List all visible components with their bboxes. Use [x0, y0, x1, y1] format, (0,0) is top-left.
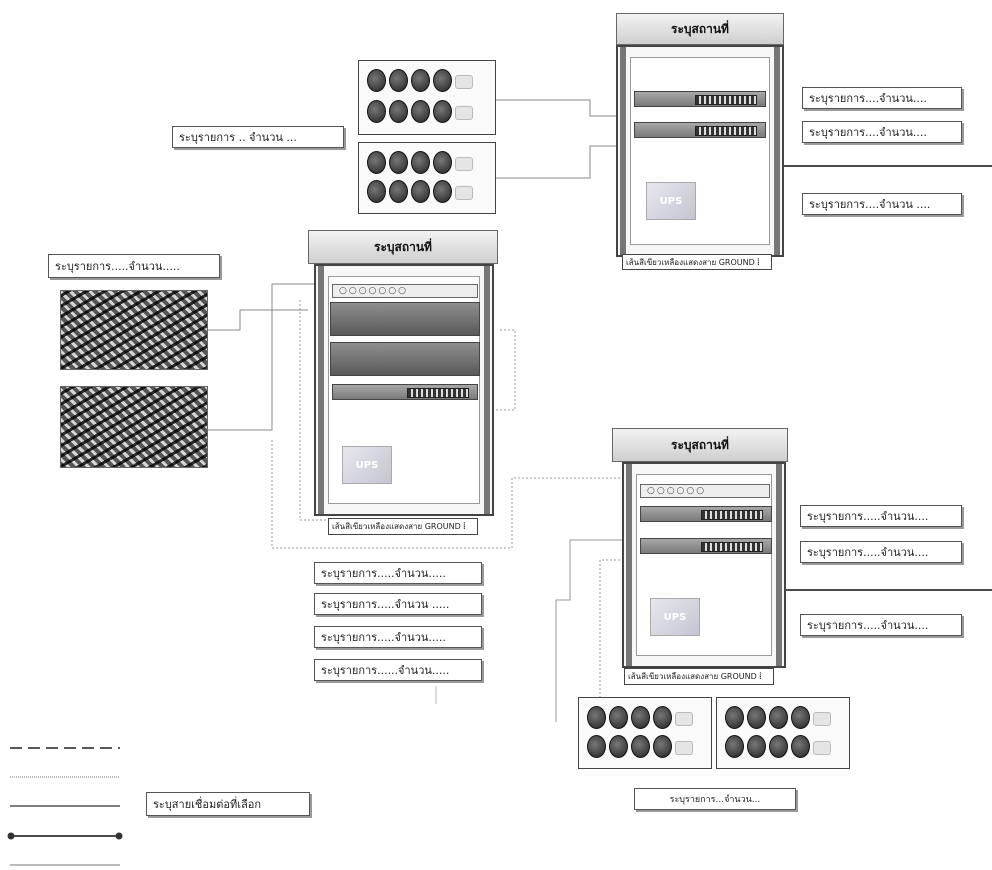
ip-phone-icon — [411, 69, 430, 92]
ground-note-bottom-right: เส้นสีเขียวเหลืองแสดงสาย GROUND⁞ — [624, 668, 774, 685]
rack-top-right: UPS — [616, 45, 784, 257]
router-icon — [330, 302, 480, 336]
ip-phone-icon — [367, 100, 386, 123]
item-label: ระบุรายการ.....จำนวน..... — [48, 254, 220, 278]
ground-icon: ⁞ — [759, 671, 762, 682]
camera-thumbnail — [60, 386, 208, 468]
location-title-top-right: ระบุสถานที่ — [616, 13, 784, 45]
legend-caption: ระบุสายเชื่อมต่อที่เลือก — [146, 792, 310, 816]
switch-icon — [634, 91, 766, 107]
camera-thumbnail — [60, 290, 208, 370]
ip-phone-group — [578, 697, 712, 769]
ip-phone-icon — [389, 151, 408, 174]
ip-phone-icon — [389, 180, 408, 203]
location-title-center: ระบุสถานที่ — [308, 230, 498, 264]
ip-phone-icon — [609, 735, 628, 758]
location-title-bottom-right: ระบุสถานที่ — [612, 428, 788, 462]
ip-phone-icon — [769, 735, 788, 758]
ip-phone-icon — [389, 100, 408, 123]
ip-phone-icon — [411, 100, 430, 123]
ip-phone-icon — [791, 706, 810, 729]
ground-note-center: เส้นสีเขียวเหลืองแสดงสาย GROUND⁞ — [328, 518, 478, 535]
switch-icon — [634, 122, 766, 138]
ip-phone-icon — [367, 180, 386, 203]
switch-icon — [332, 384, 478, 400]
patch-panel: ○○○○○○○ — [332, 284, 478, 298]
ip-phone-icon — [747, 706, 766, 729]
router-icon — [330, 342, 480, 376]
item-label: ระบุรายการ....จำนวน.... — [802, 87, 962, 109]
item-label: ระบุรายการ....จำนวน .... — [802, 193, 962, 215]
item-label: ระบุรายการ.....จำนวน.... — [800, 505, 962, 527]
ground-icon: ⁞ — [757, 257, 760, 268]
item-label: ระบุรายการ.....จำนวน.... — [800, 614, 962, 636]
ip-phone-icon — [433, 69, 452, 92]
ip-phone-group — [716, 697, 850, 769]
ip-phone-icon — [653, 706, 672, 729]
ip-phone-icon — [433, 180, 452, 203]
legend-endpoint-left — [8, 833, 15, 840]
ip-phone-icon — [653, 735, 672, 758]
legend-endpoint-right — [116, 833, 123, 840]
item-label: ระบุรายการ...จำนวน... — [634, 788, 796, 810]
ground-icon: ⁞ — [463, 521, 466, 532]
switch-icon — [640, 506, 772, 522]
ip-phone-icon — [609, 706, 628, 729]
ip-phone-icon — [725, 735, 744, 758]
ip-phone-icon — [587, 706, 606, 729]
item-label: ระบุรายการ.....จำนวน.... — [800, 541, 962, 563]
rack-center: ○○○○○○○ UPS — [314, 264, 494, 516]
item-label: ระบุรายการ.....จำนวน..... — [314, 562, 482, 584]
ups-icon: UPS — [650, 598, 700, 636]
ip-phone-icon — [587, 735, 606, 758]
rack-bottom-right: ○○○○○○ UPS — [622, 462, 786, 668]
switch-icon — [640, 538, 772, 554]
ip-phone-icon — [433, 100, 452, 123]
item-label: ระบุรายการ .. จำนวน ... — [172, 126, 344, 148]
item-label: ระบุรายการ....จำนวน.... — [802, 121, 962, 143]
ip-phone-icon — [791, 735, 810, 758]
ground-note-top-right: เส้นสีเขียวเหลืองแสดงสาย GROUND⁞ — [622, 254, 772, 270]
ip-phone-icon — [631, 735, 650, 758]
ip-phone-icon — [389, 69, 408, 92]
item-label: ระบุรายการ......จำนวน..... — [314, 659, 482, 681]
ip-phone-icon — [367, 69, 386, 92]
ups-icon: UPS — [646, 182, 696, 220]
ip-phone-icon — [411, 180, 430, 203]
ip-phone-icon — [367, 151, 386, 174]
ip-phone-group — [358, 142, 496, 214]
patch-panel: ○○○○○○ — [640, 484, 770, 498]
item-label: ระบุรายการ.....จำนวน ..... — [314, 593, 482, 615]
ups-icon: UPS — [342, 446, 392, 484]
ip-phone-icon — [433, 151, 452, 174]
ip-phone-icon — [747, 735, 766, 758]
item-label: ระบุรายการ.....จำนวน..... — [314, 626, 482, 648]
ip-phone-icon — [631, 706, 650, 729]
ip-phone-icon — [411, 151, 430, 174]
ip-phone-icon — [725, 706, 744, 729]
ip-phone-icon — [769, 706, 788, 729]
ip-phone-group — [358, 60, 496, 135]
